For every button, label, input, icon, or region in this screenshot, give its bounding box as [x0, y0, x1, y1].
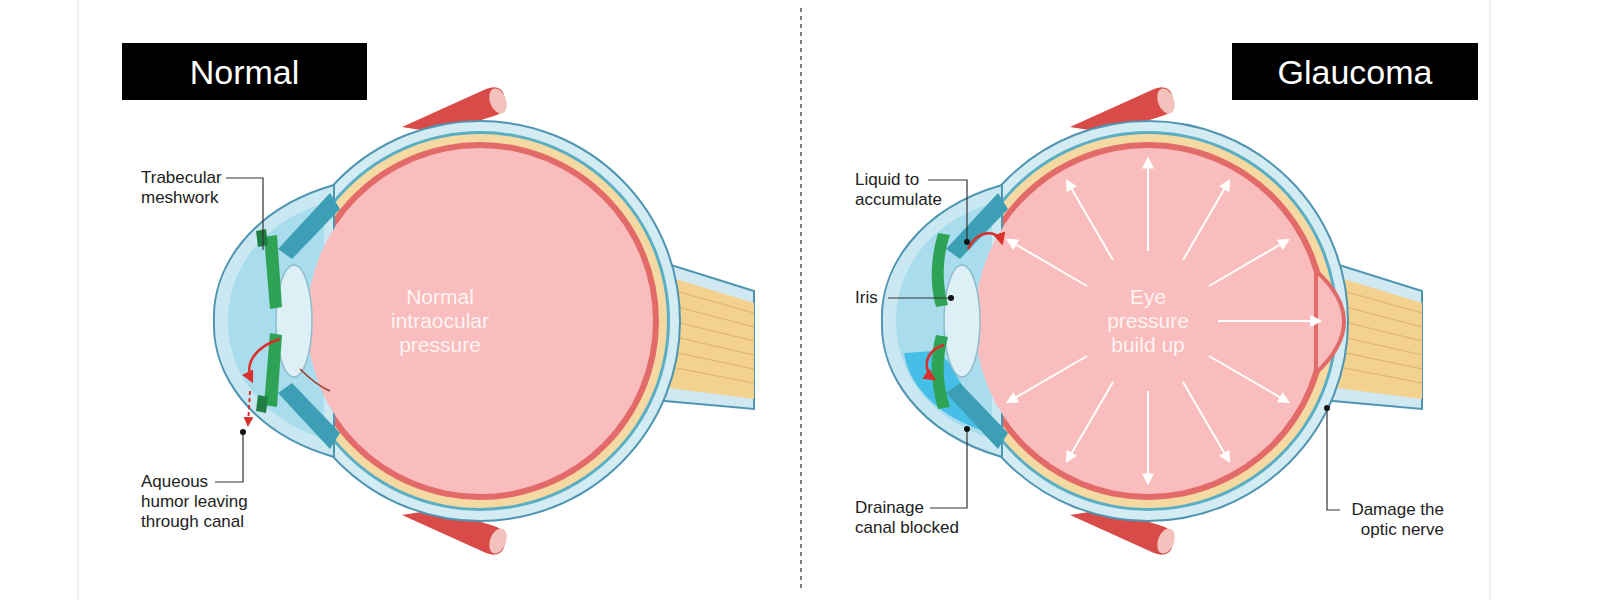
- iris: [264, 333, 282, 407]
- part-label: Aqueous humor leaving through canal: [141, 472, 257, 532]
- heading-text: Normal: [190, 52, 300, 92]
- frame-line: [1490, 0, 1491, 600]
- leader-dot: [948, 295, 954, 301]
- ciliary-body: [946, 383, 1008, 449]
- vitreous-chamber: Eye pressure build up: [975, 148, 1321, 494]
- pressure-arrow: [1183, 382, 1229, 461]
- panel-heading: Glaucoma: [1232, 43, 1478, 100]
- lens: [944, 265, 980, 377]
- pressure-arrows: [1008, 159, 1320, 483]
- panel-heading: Normal: [122, 43, 367, 100]
- heading-text: Glaucoma: [1278, 52, 1433, 92]
- part-label: Liquid to accumulate: [855, 170, 960, 210]
- glaucoma-eye: [882, 86, 1422, 556]
- pressure-arrow: [1067, 382, 1113, 461]
- pressure-arrow: [1008, 240, 1087, 286]
- trabecular-meshwork: [256, 395, 268, 413]
- pressure-arrow: [1067, 181, 1113, 260]
- leader-line: [215, 432, 243, 482]
- pressure-arrow: [1209, 240, 1288, 286]
- part-label: Iris: [855, 288, 915, 308]
- lens: [276, 265, 312, 377]
- iris: [932, 335, 950, 409]
- leader-dot: [240, 429, 246, 435]
- pressure-arrow: [1209, 356, 1288, 402]
- zonule-line: [300, 369, 330, 391]
- leader-dots: [240, 239, 1330, 435]
- ciliary-body: [278, 383, 340, 449]
- frame-line: [78, 0, 79, 600]
- iris: [932, 233, 950, 307]
- flow-arrow: [968, 233, 1002, 249]
- ciliary-body: [278, 193, 340, 259]
- chamber-text: Eye pressure build up: [1092, 285, 1204, 357]
- part-label: Trabecular meshwork: [141, 168, 241, 208]
- normal-front: [248, 193, 340, 449]
- iris: [264, 235, 282, 309]
- leader-dot: [964, 426, 970, 432]
- chamber-text: Normal intraocular pressure: [384, 285, 496, 357]
- pressure-arrow: [1218, 320, 1320, 322]
- leader-line: [930, 429, 967, 508]
- leader-line: [888, 297, 951, 298]
- flow-arrow: [249, 339, 280, 381]
- leader-lines: [215, 178, 1340, 510]
- flow-arrow: [927, 345, 944, 379]
- pressure-arrow: [1183, 181, 1229, 260]
- trabecular-meshwork: [256, 229, 268, 247]
- vitreous-chamber: Normal intraocular pressure: [307, 148, 653, 494]
- leader-line: [1327, 408, 1340, 510]
- pressure-arrow: [1147, 391, 1149, 483]
- cupped-disc: [1316, 271, 1344, 373]
- divider: [800, 8, 802, 592]
- glaucoma-front: [904, 159, 1344, 483]
- normal-eye: [214, 86, 754, 556]
- part-label: Drainage canal blocked: [855, 498, 967, 538]
- flow-arrow: [248, 391, 250, 425]
- ciliary-body: [946, 193, 1008, 259]
- pressure-arrow: [1008, 356, 1087, 402]
- part-label: Damage the optic nerve: [1344, 500, 1444, 540]
- blocked-fluid: [904, 351, 990, 433]
- leader-dot: [964, 239, 970, 245]
- leader-dot: [1324, 405, 1330, 411]
- leader-line: [226, 178, 263, 250]
- leader-line: [928, 180, 967, 242]
- pressure-arrow: [1147, 159, 1149, 251]
